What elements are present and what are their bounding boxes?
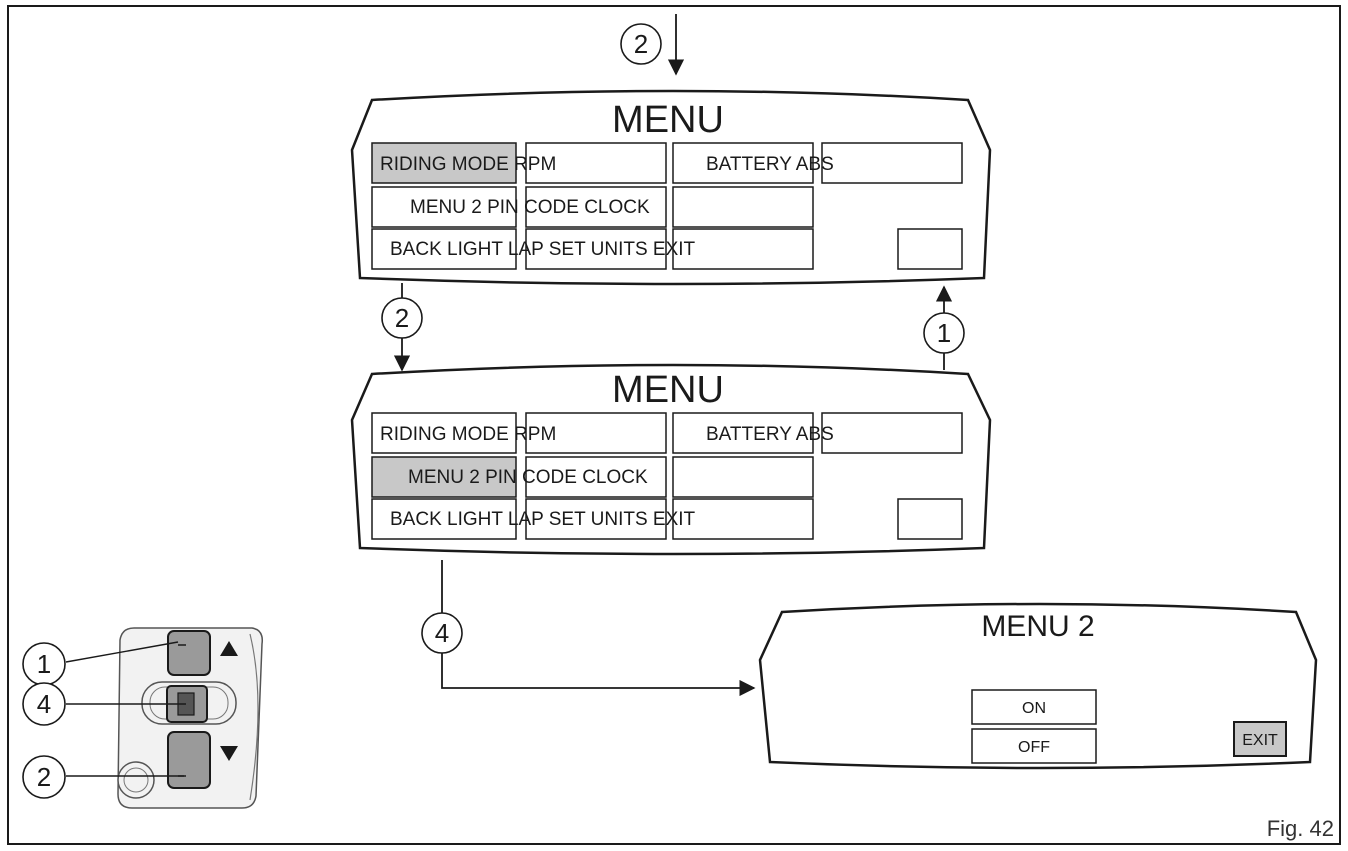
menu-cell (371, 228, 517, 270)
menu-cell-highlight (371, 142, 517, 184)
screen-title: MENU (612, 99, 724, 141)
menu-cell (525, 142, 667, 184)
option-off-label: OFF (1018, 739, 1050, 756)
exit-box (1233, 721, 1287, 757)
menu-row-1b-text: BATTERY ABS (706, 424, 834, 445)
callout-2-left: 2 (381, 297, 423, 339)
svg-text:4: 4 (37, 689, 51, 719)
menu-row-2-text: MENU 2 PIN CODE CLOCK (410, 197, 650, 218)
screen-menu-2: MENU 2 ON OFF EXIT (758, 602, 1318, 770)
arrow-middle-to-menu2 (441, 560, 756, 697)
callout-2-switch: 2 (22, 755, 66, 799)
screen-title: MENU 2 (981, 610, 1094, 643)
menu-cell (821, 142, 963, 184)
round-button (117, 761, 155, 799)
menu-cell (672, 456, 814, 498)
figure-label: Fig. 42 (1267, 816, 1334, 841)
menu-cell (672, 498, 814, 540)
menu-row-1-text: RIDING MODE RPM (380, 154, 556, 175)
menu-cell (672, 228, 814, 270)
figure-frame (7, 5, 1341, 845)
screen-menu-middle: MENU RIDING MODE RPM BATTERY ABS MENU 2 … (350, 363, 992, 556)
svg-text:1: 1 (937, 318, 951, 348)
option-off-box (971, 728, 1097, 764)
menu-cell (525, 498, 667, 540)
menu-cell (371, 186, 517, 228)
handlebar-switch-illustration (65, 627, 264, 809)
menu-cell (371, 498, 517, 540)
joystick-surround (141, 681, 237, 725)
callout-4-flow: 4 (421, 612, 463, 654)
menu-cell-highlight (371, 456, 517, 498)
switch-housing-edge (249, 633, 259, 801)
menu-cell (525, 186, 667, 228)
menu-row-1b-text: BATTERY ABS (706, 154, 834, 175)
screen-menu-top: MENU RIDING MODE RPM BATTERY ABS MENU 2 … (350, 89, 992, 286)
triangle-down-icon (220, 746, 238, 761)
callout-1-switch: 1 (22, 642, 66, 686)
menu-cell (897, 498, 963, 540)
down-button (167, 731, 211, 789)
menu-row-1-text: RIDING MODE RPM (380, 424, 556, 445)
svg-text:4: 4 (435, 618, 449, 648)
menu-cell (672, 142, 814, 184)
svg-text:2: 2 (395, 303, 409, 333)
menu-cell (525, 412, 667, 454)
menu-row-3-text: BACK LIGHT LAP SET UNITS EXIT (390, 509, 696, 530)
menu-cell (672, 186, 814, 228)
callout-4-switch: 4 (22, 682, 66, 726)
screen-outline (350, 89, 992, 286)
option-on-label: ON (1022, 700, 1046, 717)
triangle-up-icon (220, 641, 238, 656)
exit-label: EXIT (1242, 732, 1278, 749)
menu-row-3-text: BACK LIGHT LAP SET UNITS EXIT (390, 239, 696, 260)
svg-text:2: 2 (37, 762, 51, 792)
menu-row-2-text: MENU 2 PIN CODE CLOCK (408, 467, 648, 488)
menu-cell (525, 456, 667, 498)
menu-cell (821, 412, 963, 454)
menu-cell (672, 412, 814, 454)
callout-1-right: 1 (923, 312, 965, 354)
screen-title: MENU (612, 369, 724, 411)
svg-text:1: 1 (37, 649, 51, 679)
option-on-box (971, 689, 1097, 725)
screen-outline (758, 602, 1318, 770)
menu-cell (897, 228, 963, 270)
callout-2-top: 2 (620, 23, 662, 65)
svg-text:2: 2 (634, 29, 648, 59)
up-button (167, 630, 211, 676)
menu-cell (371, 412, 517, 454)
menu-cell (525, 228, 667, 270)
